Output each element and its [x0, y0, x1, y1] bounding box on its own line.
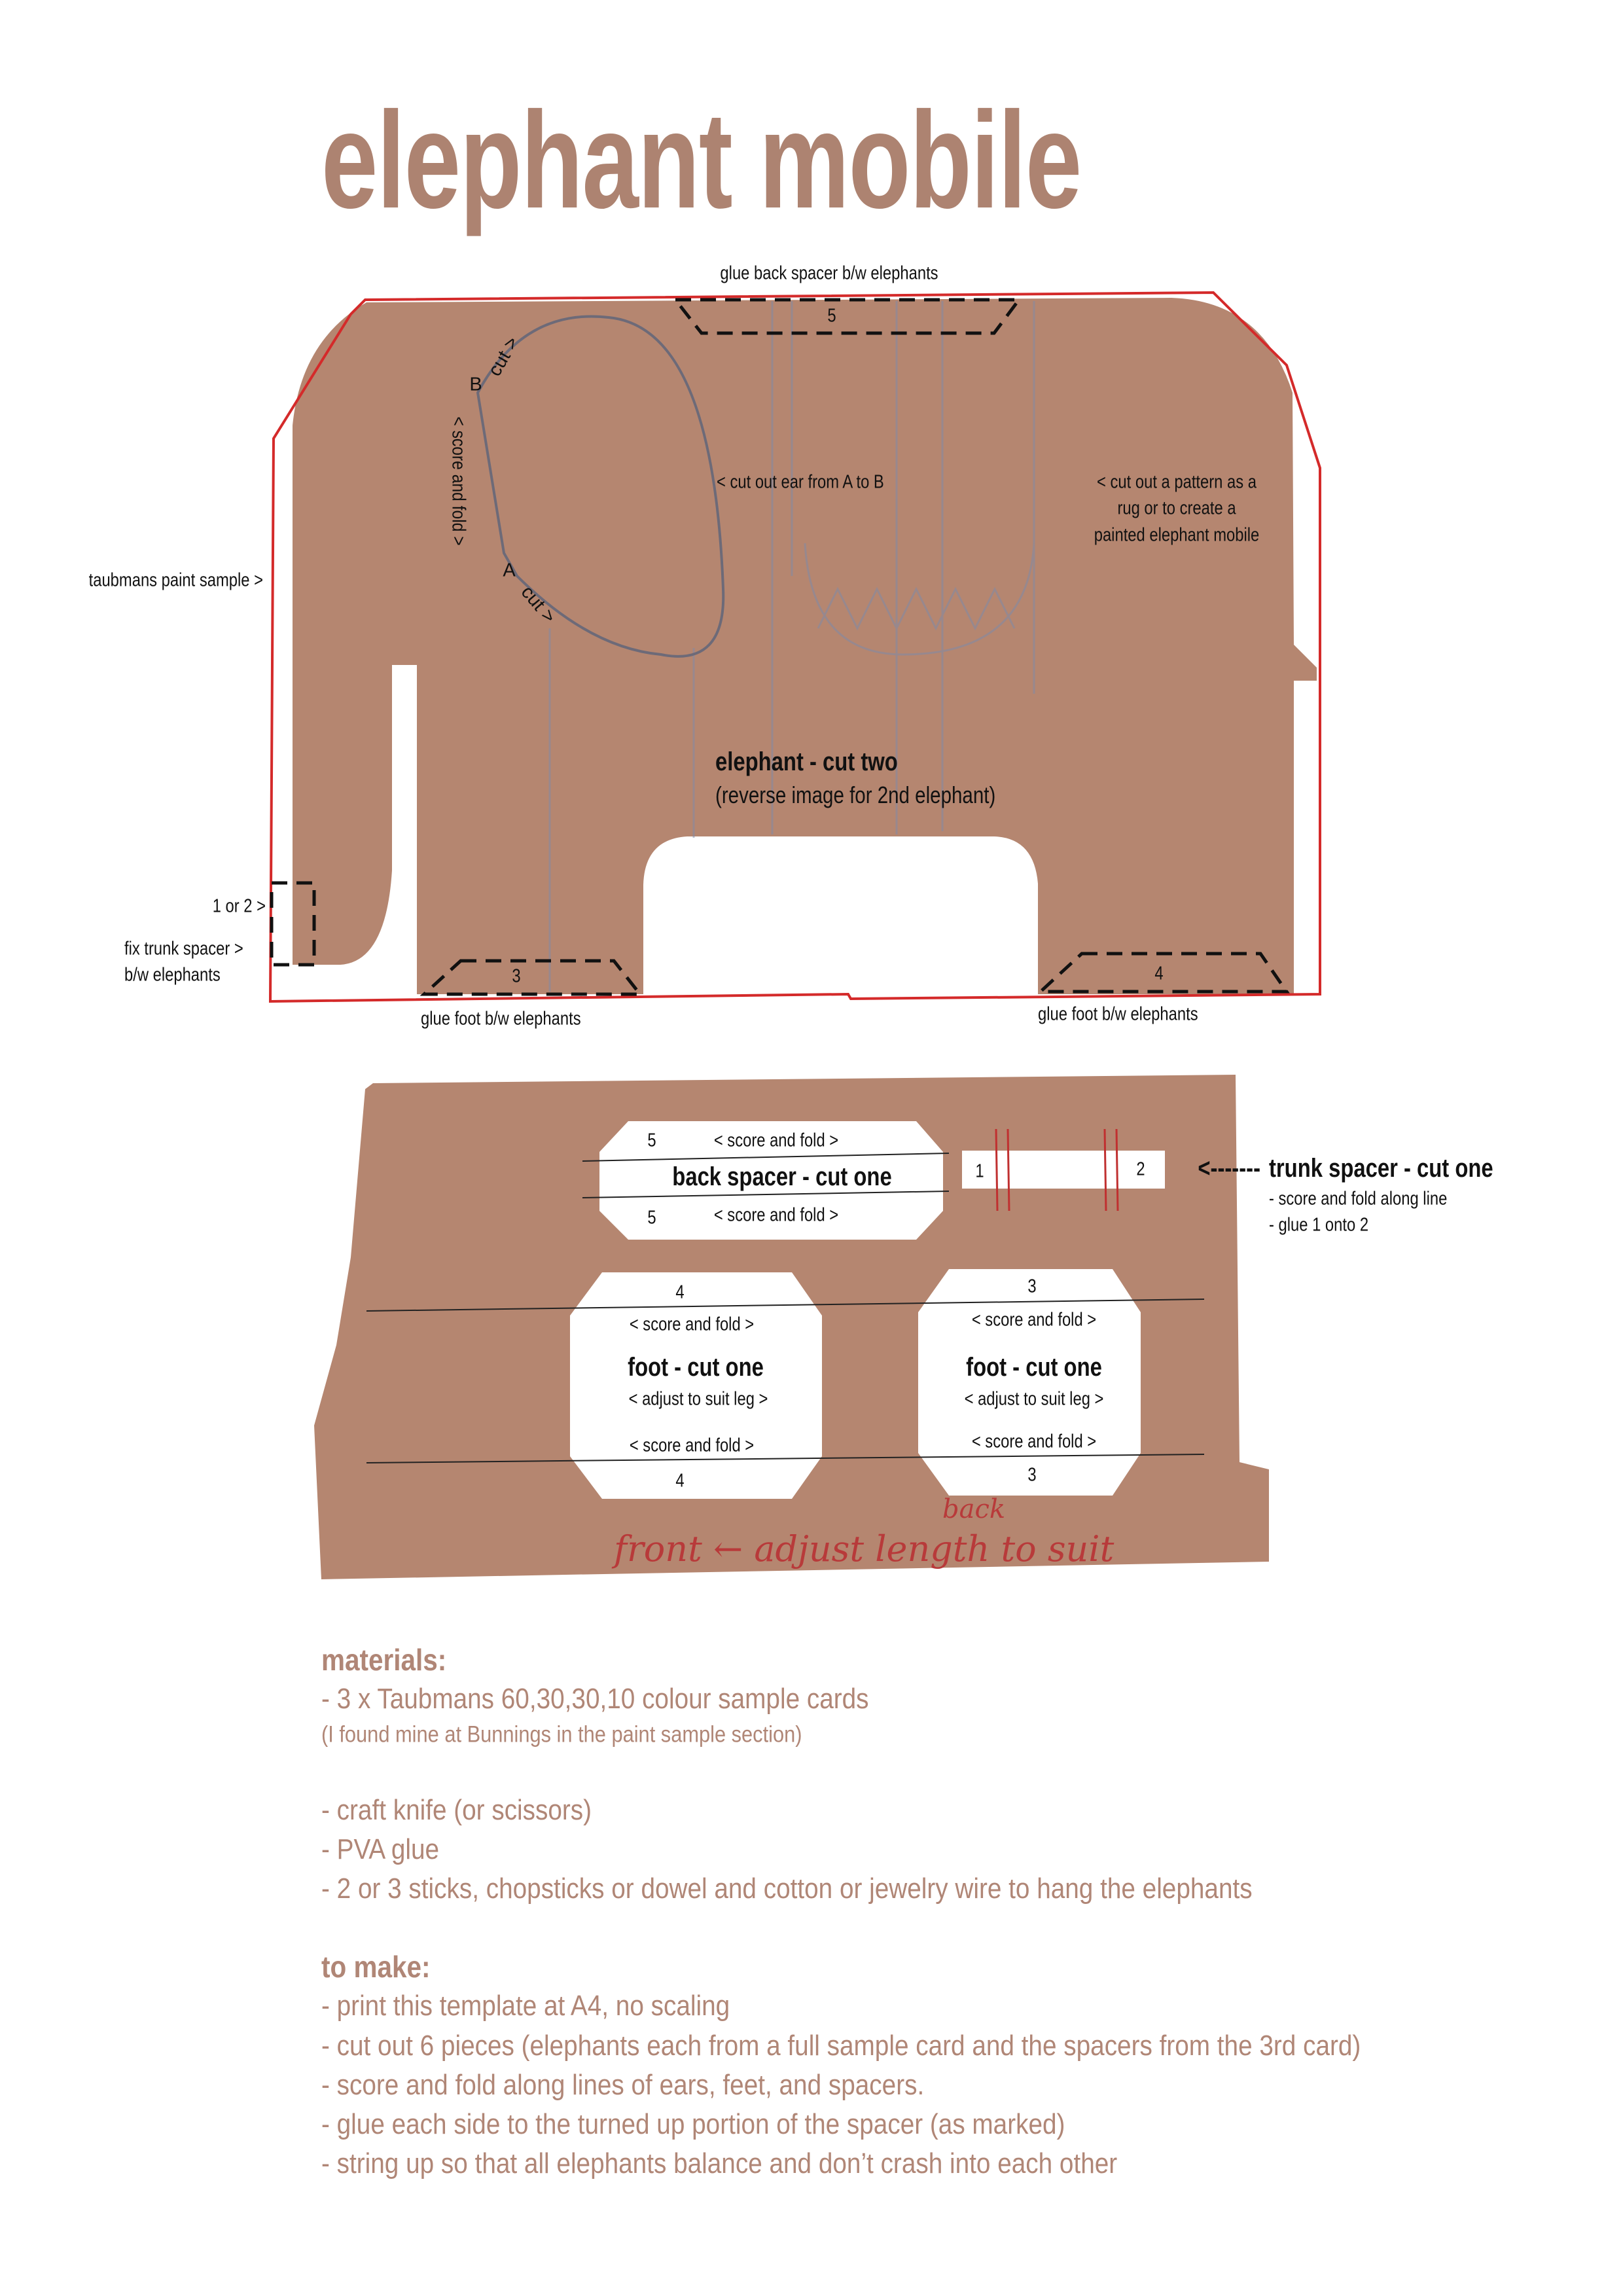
- trunk-spacer-arrow: <-------: [1198, 1154, 1260, 1183]
- foot-right-num-top: 3: [1027, 1276, 1037, 1297]
- to-make-step: - cut out 6 pieces (elephants each from …: [321, 2030, 1361, 2062]
- materials-item-1-note: (I found mine at Bunnings in the paint s…: [321, 1721, 802, 1748]
- handwritten-note-back: back: [942, 1494, 1006, 1524]
- ear-instruction: < cut out ear from A to B: [717, 471, 884, 493]
- glue-number-4: 4: [1154, 963, 1164, 984]
- back-spacer-num-top: 5: [647, 1130, 656, 1151]
- trunk-slit: [394, 665, 416, 868]
- elephant-sub-label: (reverse image for 2nd elephant): [715, 781, 996, 808]
- foot-glue-label-right: glue foot b/w elephants: [1038, 1003, 1198, 1025]
- trunk-spacer-num-1: 1: [975, 1160, 984, 1182]
- trunk-spacer-label-2: b/w elephants: [124, 964, 221, 986]
- pencil-lines: [548, 301, 1035, 992]
- back-spacer-num-bottom: 5: [647, 1207, 656, 1229]
- spacer-holes: [570, 1121, 1165, 1499]
- foot-left-label: foot - cut one: [628, 1353, 764, 1382]
- materials-item-1: - 3 x Taubmans 60,30,30,10 colour sample…: [321, 1683, 869, 1715]
- glue-number-3: 3: [512, 965, 521, 987]
- glue-zone-3: [419, 959, 644, 996]
- ear-point-b: B: [469, 374, 482, 395]
- pattern-line-2: rug or to create a: [1117, 497, 1236, 519]
- trunk-spacer-note-2: - glue 1 onto 2: [1269, 1214, 1369, 1236]
- back-spacer-glue-label: glue back spacer b/w elephants: [720, 262, 938, 284]
- to-make-step: - glue each side to the turned up portio…: [321, 2108, 1065, 2140]
- cut-outline: [268, 291, 1321, 1003]
- back-spacer-label: back spacer - cut one: [672, 1162, 892, 1191]
- trunk-spacer-label-1: fix trunk spacer >: [124, 938, 243, 960]
- foot-left-adjust: < adjust to suit leg >: [628, 1388, 768, 1410]
- foot-right-label: foot - cut one: [966, 1353, 1102, 1382]
- paint-sample-label: taubmans paint sample >: [88, 569, 263, 591]
- foot-left-fold-top: < score and fold >: [629, 1314, 755, 1335]
- foot-right-num-bottom: 3: [1027, 1464, 1037, 1486]
- score-lines: [366, 1153, 1205, 1463]
- back-spacer-fold-top: < score and fold >: [713, 1130, 839, 1151]
- glue-zones: [270, 298, 1290, 996]
- glue-number-5: 5: [827, 305, 836, 327]
- pattern-line-1: < cut out a pattern as a: [1097, 471, 1257, 493]
- materials-item: - 2 or 3 sticks, chopsticks or dowel and…: [321, 1873, 1253, 1905]
- materials-item: - craft knife (or scissors): [321, 1794, 592, 1826]
- trunk-fold-lines: [995, 1128, 1119, 1211]
- foot-glue-label-left: glue foot b/w elephants: [421, 1008, 581, 1030]
- foot-left-num-top: 4: [675, 1282, 685, 1303]
- glue-zone-trunk: [270, 881, 316, 967]
- to-make-step: - string up so that all elephants balanc…: [321, 2147, 1118, 2179]
- glue-zone-4: [1036, 952, 1290, 994]
- materials-item: - PVA glue: [321, 1833, 440, 1865]
- to-make-step: - score and fold along lines of ears, fe…: [321, 2069, 925, 2101]
- materials-heading: materials:: [321, 1643, 447, 1677]
- trunk-spacer-num-2: 2: [1136, 1158, 1145, 1180]
- to-make-heading: to make:: [321, 1950, 431, 1984]
- foot-right-adjust: < adjust to suit leg >: [964, 1388, 1104, 1410]
- glue-zone-5: [671, 298, 1022, 335]
- elephant-main-label: elephant - cut two: [715, 747, 898, 776]
- ear-point-a: A: [503, 560, 516, 581]
- to-make-step: - print this template at A4, no scaling: [321, 1990, 730, 2022]
- trunk-spacer-label: trunk spacer - cut one: [1269, 1154, 1493, 1183]
- ear-outline: [476, 315, 725, 658]
- foot-left-fold-bottom: < score and fold >: [629, 1435, 755, 1456]
- elephant-card: [293, 298, 1317, 994]
- handwritten-note: front ← adjust length to suit: [614, 1528, 1115, 1570]
- foot-left-num-bottom: 4: [675, 1470, 685, 1492]
- pattern-line-3: painted elephant mobile: [1094, 524, 1260, 546]
- trunk-choice-label: 1 or 2 >: [212, 895, 266, 917]
- back-spacer-fold-bottom: < score and fold >: [713, 1204, 839, 1226]
- page-title: elephant mobile: [321, 83, 1082, 237]
- ear-fold-label: < score and fold >: [448, 416, 469, 546]
- foot-right-fold-top: < score and fold >: [971, 1309, 1097, 1331]
- trunk-spacer-note-1: - score and fold along line: [1269, 1188, 1448, 1210]
- foot-right-fold-bottom: < score and fold >: [971, 1431, 1097, 1452]
